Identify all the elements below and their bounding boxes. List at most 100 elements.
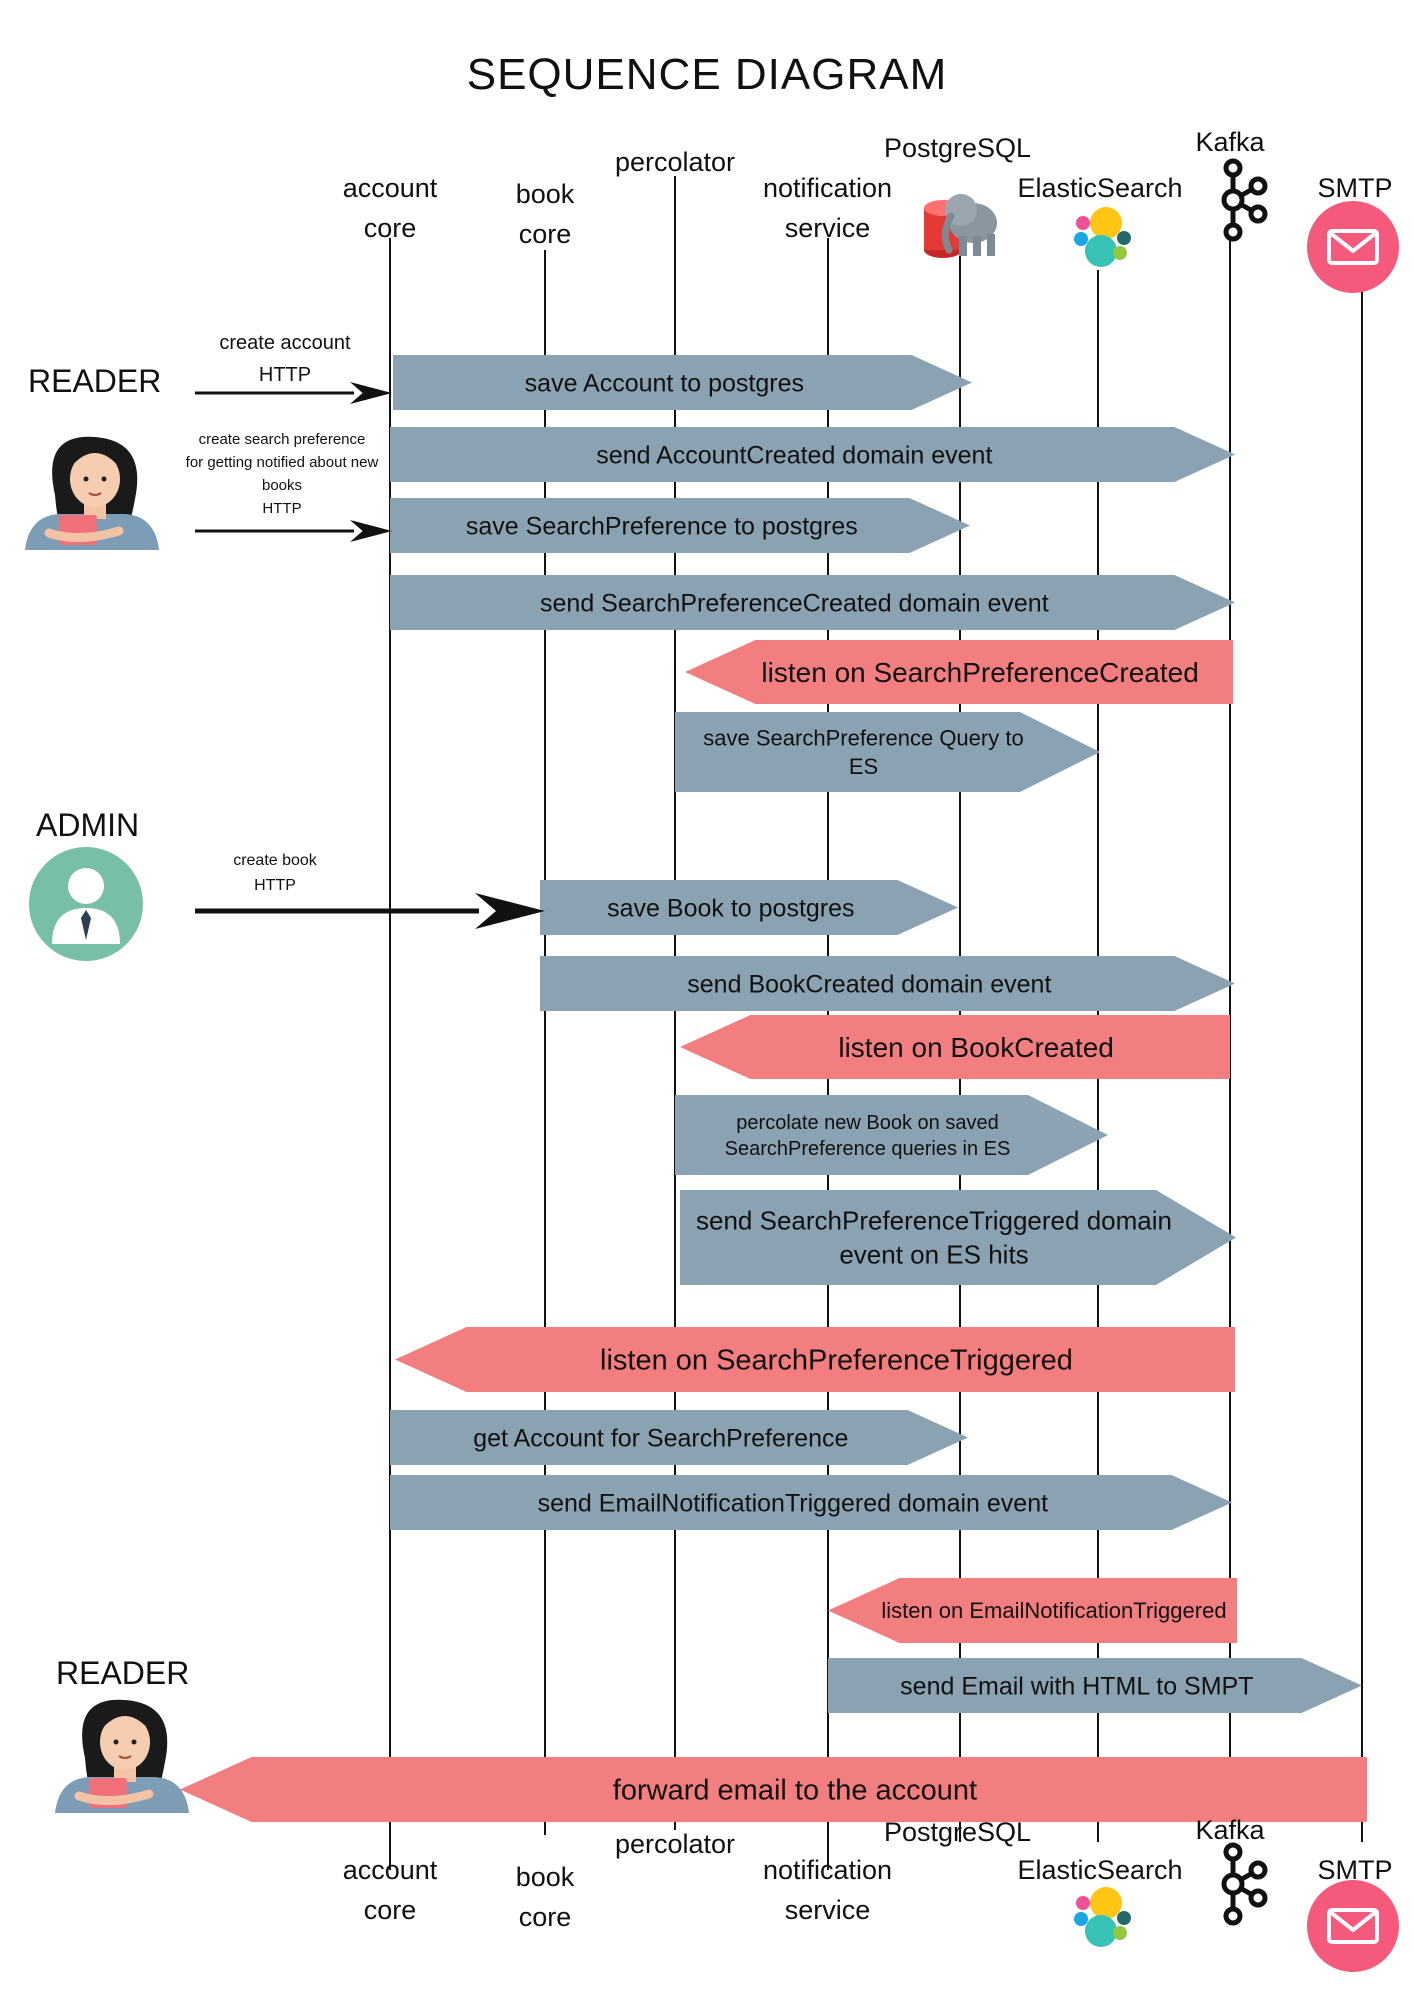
message-8-message: send BookCreated domain event [540,956,1235,1011]
kafka-node [1248,1888,1268,1908]
message-11-message: send SearchPreferenceTriggered domaineve… [680,1190,1236,1285]
reader-face [100,1714,150,1770]
reader-face [70,451,120,507]
message-text: send BookCreated domain event [687,970,1051,998]
kafka-icon-top [1221,158,1268,242]
participant-label-elasticsearch-top: ElasticSearch [1017,173,1183,203]
participant-label-elasticsearch-bottom: ElasticSearch [1017,1855,1183,1885]
message-13-message: get Account for SearchPreference [390,1410,968,1465]
message-arrow-shape [685,640,1233,704]
message-arrow-shape [393,355,972,410]
message-text: listen on EmailNotificationTriggered [881,1598,1226,1623]
reader-woman-icon-bottom [55,1699,189,1813]
message-text: save Book to postgres [607,894,854,922]
message-3-message: save SearchPreference to postgres [390,498,970,553]
message-text: send SearchPreferenceCreated domain even… [540,589,1049,617]
message-text: get Account for SearchPreference [473,1424,848,1452]
request-arrow-create-search-preference [195,520,392,542]
message-text: save SearchPreference Query to [703,725,1023,750]
actor-label-reader-bottom: READER [56,1655,190,1691]
request-label-create-search-preference: create search preference for getting not… [185,431,379,517]
participant-label-postgresql-bottom: PostgreSQL [883,1817,1032,1847]
message-2-message: send AccountCreated domain event [390,427,1235,482]
reader-arms [44,526,124,543]
message-text: send EmailNotificationTriggered domain e… [538,1489,1049,1517]
smtp-circle [1307,201,1399,293]
elastic-dark [1117,231,1131,245]
kafka-node [1248,176,1268,196]
message-arrow-shape [395,1327,1235,1392]
message-text: percolate new Book on saved [736,1112,998,1134]
message-arrow-shape [390,1475,1232,1530]
envelope-flap [1327,1909,1379,1933]
message-15-listen: listen on EmailNotificationTriggered [828,1578,1237,1643]
elephant-leg [959,236,967,256]
envelope-body [1327,1908,1379,1944]
message-text: event on ES hits [839,1240,1028,1270]
message-arrow-shape [675,1095,1108,1175]
admin-head [68,868,104,904]
elastic-pink [1076,1896,1090,1910]
kafka-node [1221,188,1245,212]
message-text: send Email with HTML to SMPT [900,1672,1253,1700]
participant-label-percolator-bottom: percolator [614,1829,736,1859]
admin-tie [81,910,91,940]
message-text: listen on SearchPreferenceTriggered [600,1345,1073,1377]
message-arrow-shape [390,575,1235,630]
message-arrow-shape [828,1658,1362,1713]
kafka-node [1223,1906,1243,1926]
message-text: save Account to postgres [525,369,804,397]
reader-eye [101,476,107,482]
message-arrow-shape [680,1190,1236,1285]
message-17-listen: forward email to the account [180,1757,1367,1822]
participant-label-book-core-bottom: book core [515,1862,575,1932]
message-arrow-shape [540,880,958,935]
message-arrow-shape [680,1015,1230,1079]
elastic-blue [1074,1912,1088,1926]
participant-label-kafka-top: Kafka [1195,127,1265,157]
message-10-message: percolate new Book on savedSearchPrefere… [675,1095,1108,1175]
message-arrow-shape [828,1578,1237,1643]
participant-label-book-core-top: book core [515,179,575,249]
message-5-listen: listen on SearchPreferenceCreated [685,640,1233,704]
reader-smile [88,492,102,496]
smtp-circle [1307,1880,1399,1972]
envelope-body [1327,229,1379,265]
actor-label-reader-top: READER [28,363,162,399]
request-arrow-create-account [195,382,392,404]
kafka-node [1223,222,1243,242]
actor-label-admin: ADMIN [36,807,140,843]
message-4-message: send SearchPreferenceCreated domain even… [390,575,1235,630]
reader-eye [83,476,89,482]
kafka-node [1221,1872,1245,1896]
reader-fringe [99,1706,151,1732]
message-16-message: send Email with HTML to SMPT [828,1658,1362,1713]
participant-label-account-core-bottom: account core [342,1855,438,1925]
request-arrow-head [350,520,392,542]
reader-woman-icon-top [25,436,159,550]
participant-label-postgresql-top: PostgreSQL [883,133,1032,163]
participant-label-percolator-top: percolator [614,147,736,177]
elastic-blue [1074,232,1088,246]
kafka-icon-bottom [1221,1842,1268,1926]
participant-label-smtp-bottom: SMTP [1317,1855,1393,1885]
kafka-node [1248,1860,1268,1880]
elephant-leg [987,234,995,256]
elastic-dark [1117,1911,1131,1925]
request-arrow-head [350,382,392,404]
request-arrow-create-book [195,893,545,929]
message-text: send AccountCreated domain event [596,441,992,469]
envelope-flap [1327,230,1379,254]
message-text: forward email to the account [613,1775,977,1807]
message-arrow-shape [390,427,1235,482]
message-9-listen: listen on BookCreated [680,1015,1230,1079]
diagram-title: SEQUENCE DIAGRAM [466,50,948,99]
message-arrow-shape [390,1410,968,1465]
message-arrow-shape [675,712,1100,792]
message-1-message: save Account to postgres [393,355,972,410]
message-7-message: save Book to postgres [540,880,958,935]
elasticsearch-icon-bottom [1074,1887,1131,1947]
elasticsearch-icon-top [1074,207,1131,267]
request-arrow-head [475,893,545,929]
